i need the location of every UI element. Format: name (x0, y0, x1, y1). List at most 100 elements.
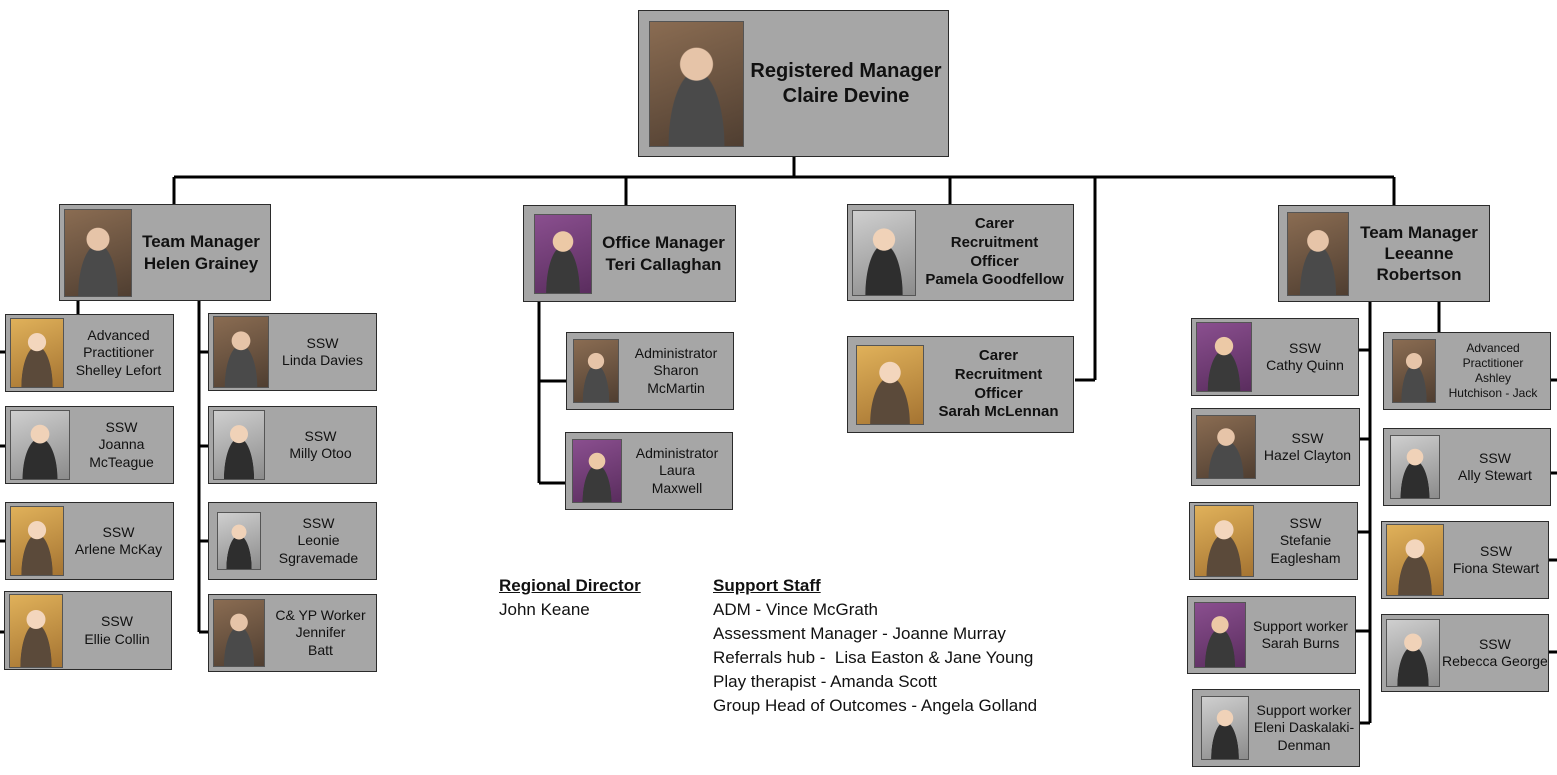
staff-line: McTeague (89, 453, 154, 470)
helen-name: Helen Grainey (143, 253, 259, 273)
staff-line: SSW (302, 514, 335, 531)
staff-line: C& YP Worker (275, 606, 366, 623)
staff-card-joanna-mcteague: SSW Joanna McTeague (5, 406, 174, 484)
staff-line: Shelley Lefort (75, 361, 162, 378)
support-staff-item: Assessment Manager - Joanne Murray (713, 624, 1006, 643)
team-manager-leeanne-box: Team Manager Leeanne Robertson (1278, 205, 1490, 302)
staff-line: Advanced (1466, 341, 1520, 355)
pamela-name: Pamela Goodfellow (925, 271, 1064, 289)
photo-rebecca-george (1386, 619, 1440, 687)
support-staff-item: Play therapist - Amanda Scott (713, 672, 937, 691)
team-manager-helen-box: Team Manager Helen Grainey (59, 204, 271, 301)
staff-line: Rebecca George (1442, 653, 1548, 669)
staff-line: Arlene McKay (74, 541, 163, 557)
carer-officer-sarah-box: Carer Recruitment Officer Sarah McLennan (847, 336, 1074, 433)
registered-manager-name: Claire Devine (782, 84, 910, 107)
staff-line: SSW (1478, 635, 1511, 652)
photo-laura-maxwell (572, 439, 622, 503)
photo-claire-devine (649, 20, 744, 147)
leeanne-name-2: Robertson (1376, 265, 1462, 285)
staff-line: SSW (1480, 542, 1512, 559)
staff-line: SSW (105, 418, 138, 435)
staff-card-hazel-clayton: SSW Hazel Clayton (1191, 408, 1360, 486)
support-staff-heading: Support Staff (713, 576, 821, 595)
staff-line: Administrator (634, 344, 718, 361)
photo-stefanie-eaglesham (1194, 505, 1254, 577)
pamela-role-2: Recruitment (950, 233, 1039, 251)
staff-line: Sarah Burns (1261, 635, 1340, 651)
sarah-mclennan-role-1: Carer (978, 347, 1019, 364)
carer-officer-pamela-box: Carer Recruitment Officer Pamela Goodfel… (847, 204, 1074, 301)
photo-arlene-mckay (10, 506, 64, 576)
photo-ally-stewart (1390, 435, 1440, 499)
photo-milly-otoo (213, 410, 265, 480)
staff-line: Ellie Collin (84, 630, 150, 647)
staff-line: Stefanie (1279, 532, 1332, 549)
staff-line: Laura (659, 462, 695, 479)
staff-card-sarah-burns: Support worker Sarah Burns (1187, 596, 1356, 674)
support-staff-note: Support Staff ADM - Vince McGrath Assess… (713, 574, 1037, 718)
photo-jennifer-batt (213, 599, 265, 667)
staff-card-jennifer-batt: C& YP Worker Jennifer Batt (208, 594, 377, 672)
support-staff-item: Group Head of Outcomes - Angela Golland (713, 696, 1038, 715)
office-manager-box: Office Manager Teri Callaghan (523, 205, 736, 302)
staff-card-fiona-stewart: SSW Fiona Stewart (1381, 521, 1549, 599)
helen-role: Team Manager (142, 232, 260, 252)
staff-line: Maxwell (651, 479, 703, 496)
photo-cathy-quinn (1196, 322, 1252, 392)
leeanne-role: Team Manager (1360, 222, 1478, 242)
staff-line: Sharon (653, 362, 699, 379)
staff-card-cathy-quinn: SSW Cathy Quinn (1191, 318, 1359, 396)
pamela-role-3: Officer (970, 252, 1019, 270)
staff-line: SSW (304, 427, 337, 444)
staff-line: Ally Stewart (1458, 467, 1532, 483)
staff-card-stefanie-eaglesham: SSW Stefanie Eaglesham (1189, 502, 1358, 580)
photo-ashley-hutchison-jack (1392, 339, 1436, 403)
staff-line: Denman (1277, 736, 1331, 753)
photo-leonie-sgravemade (217, 512, 261, 570)
registered-manager-box: Registered Manager Claire Devine (638, 10, 949, 157)
staff-line: SSW (102, 523, 135, 540)
photo-leeanne-robertson (1287, 211, 1349, 296)
staff-line: SSW (1479, 449, 1511, 466)
staff-line: Linda Davies (282, 352, 363, 368)
staff-line: Support worker (1256, 701, 1352, 718)
staff-line: Advanced (87, 326, 150, 343)
staff-line: Milly Otoo (289, 445, 352, 461)
staff-line: Hazel Clayton (1263, 447, 1352, 463)
photo-shelley-lefort (10, 318, 64, 388)
staff-card-leonie-sgravemade: SSW Leonie Sgravemade (208, 502, 377, 580)
staff-line: Jennifer (295, 624, 346, 641)
staff-card-rebecca-george: SSW Rebecca George (1381, 614, 1549, 692)
photo-fiona-stewart (1386, 524, 1444, 596)
regional-director-heading: Regional Director (499, 576, 641, 595)
photo-pamela-goodfellow (852, 209, 916, 296)
support-staff-item: Referrals hub - Lisa Easton & Jane Young (713, 648, 1034, 667)
photo-teri-callaghan (534, 213, 592, 294)
staff-card-laura-maxwell: Administrator Laura Maxwell (565, 432, 733, 510)
support-staff-item: ADM - Vince McGrath (713, 600, 879, 619)
sarah-mclennan-name: Sarah McLennan (938, 403, 1059, 421)
staff-line: SSW (1289, 339, 1321, 356)
staff-line: Practitioner (83, 344, 154, 361)
staff-line: Batt (308, 641, 333, 658)
photo-eleni-daskalaki-denman (1201, 696, 1249, 760)
sarah-mclennan-role-2: Recruitment (954, 365, 1043, 383)
photo-sharon-mcmartin (573, 339, 619, 403)
staff-card-shelley-lefort: Advanced Practitioner Shelley Lefort (5, 314, 174, 392)
photo-linda-davies (213, 316, 269, 388)
staff-line: Eaglesham (1270, 549, 1341, 566)
staff-card-ashley-hutchison-jack: Advanced Practitioner Ashley Hutchison -… (1383, 332, 1551, 410)
photo-sarah-mclennan (856, 344, 924, 425)
staff-line: SSW (1291, 429, 1324, 446)
staff-card-eleni-daskalaki-denman: Support worker Eleni Daskalaki- Denman (1192, 689, 1360, 767)
staff-line: SSW (101, 613, 133, 629)
staff-card-milly-otoo: SSW Milly Otoo (208, 406, 377, 484)
staff-line: Hutchison - Jack (1448, 386, 1538, 400)
staff-line: Practitioner (1462, 356, 1524, 370)
photo-sarah-burns (1194, 602, 1246, 668)
staff-line: McMartin (647, 379, 705, 396)
photo-hazel-clayton (1196, 415, 1256, 479)
regional-director-name: John Keane (499, 600, 590, 619)
photo-helen-grainey (64, 208, 132, 297)
